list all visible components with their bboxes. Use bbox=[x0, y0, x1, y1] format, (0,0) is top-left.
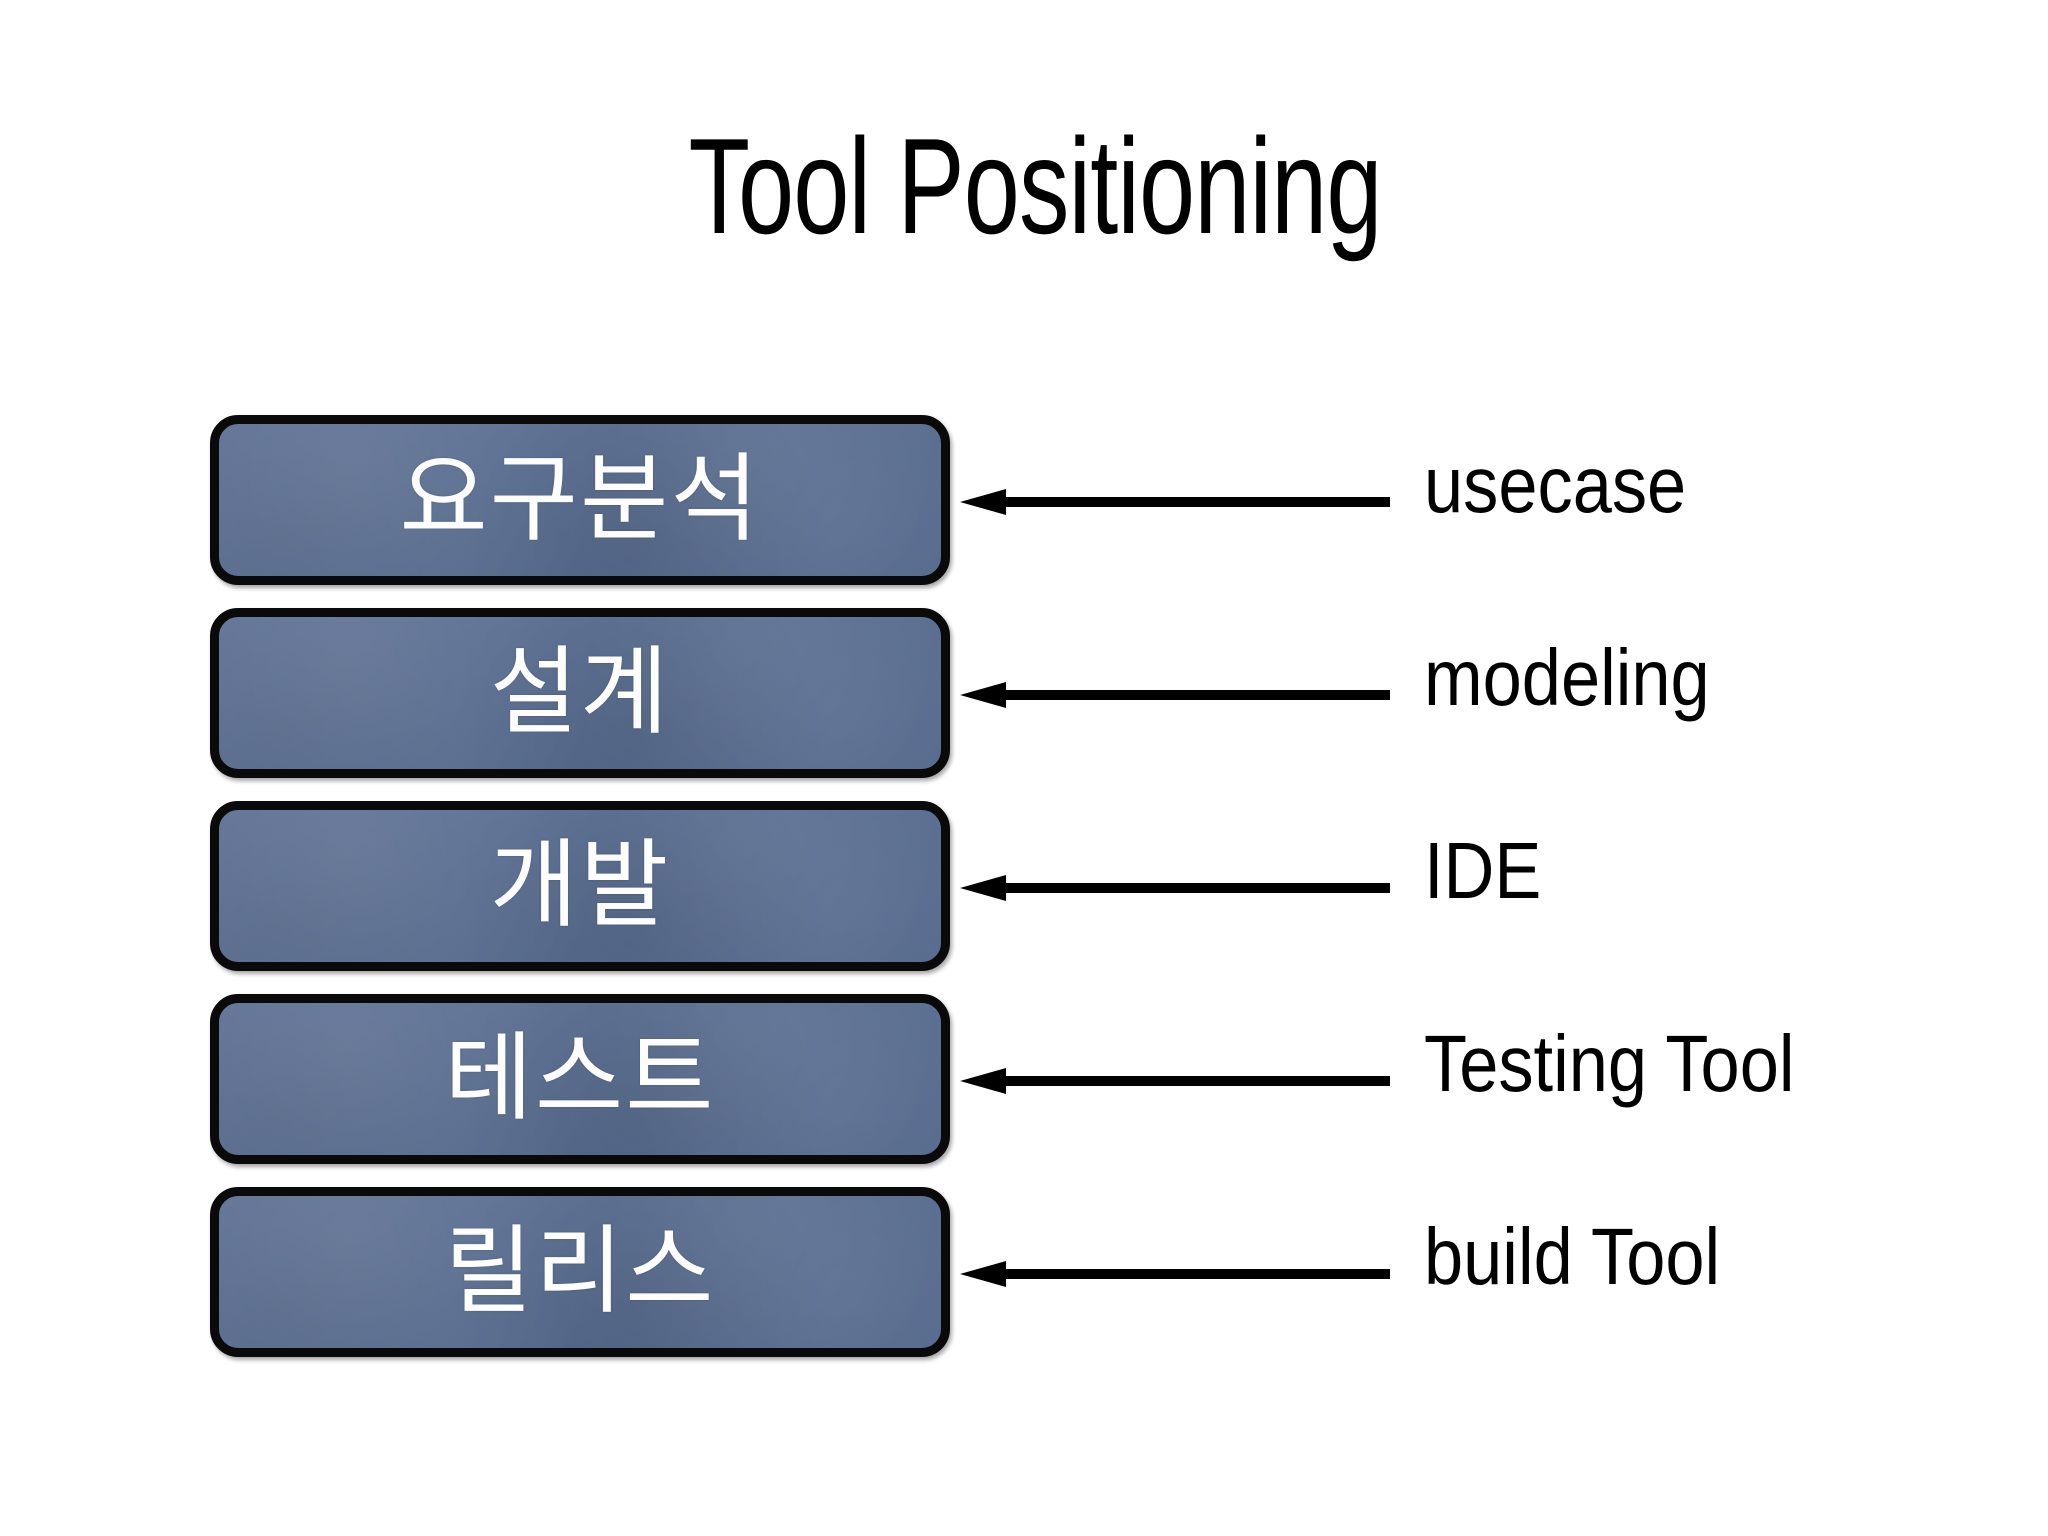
stage-row: 릴리스 build Tool bbox=[0, 1187, 2048, 1357]
tool-label: build Tool bbox=[1424, 1212, 1721, 1301]
stage-box-release[interactable]: 릴리스 bbox=[210, 1187, 950, 1357]
arrow-left-icon bbox=[960, 1261, 1390, 1287]
stage-box-test[interactable]: 테스트 bbox=[210, 994, 950, 1164]
stage-box-label: 릴리스 bbox=[444, 1218, 716, 1325]
stage-box-requirements[interactable]: 요구분석 bbox=[210, 415, 950, 585]
stage-box-development[interactable]: 개발 bbox=[210, 801, 950, 971]
arrow-left-icon bbox=[960, 1068, 1390, 1094]
tool-label: usecase bbox=[1424, 440, 1687, 529]
stage-box-design[interactable]: 설계 bbox=[210, 608, 950, 778]
arrow-left-icon bbox=[960, 489, 1390, 515]
arrow-left-icon bbox=[960, 682, 1390, 708]
page-title: Tool Positioning bbox=[688, 110, 1383, 262]
stage-box-label: 요구분석 bbox=[399, 446, 761, 553]
stage-row: 설계 modeling bbox=[0, 608, 2048, 778]
stage-box-label: 테스트 bbox=[444, 1025, 716, 1132]
tool-label: Testing Tool bbox=[1424, 1019, 1795, 1108]
arrow-left-icon bbox=[960, 875, 1390, 901]
stage-row: 테스트 Testing Tool bbox=[0, 994, 2048, 1164]
tool-label: IDE bbox=[1424, 826, 1542, 915]
stage-box-label: 설계 bbox=[489, 639, 671, 746]
stage-row: 개발 IDE bbox=[0, 801, 2048, 971]
stage-row: 요구분석 usecase bbox=[0, 415, 2048, 585]
tool-label: modeling bbox=[1424, 633, 1710, 722]
stage-box-label: 개발 bbox=[489, 832, 671, 939]
